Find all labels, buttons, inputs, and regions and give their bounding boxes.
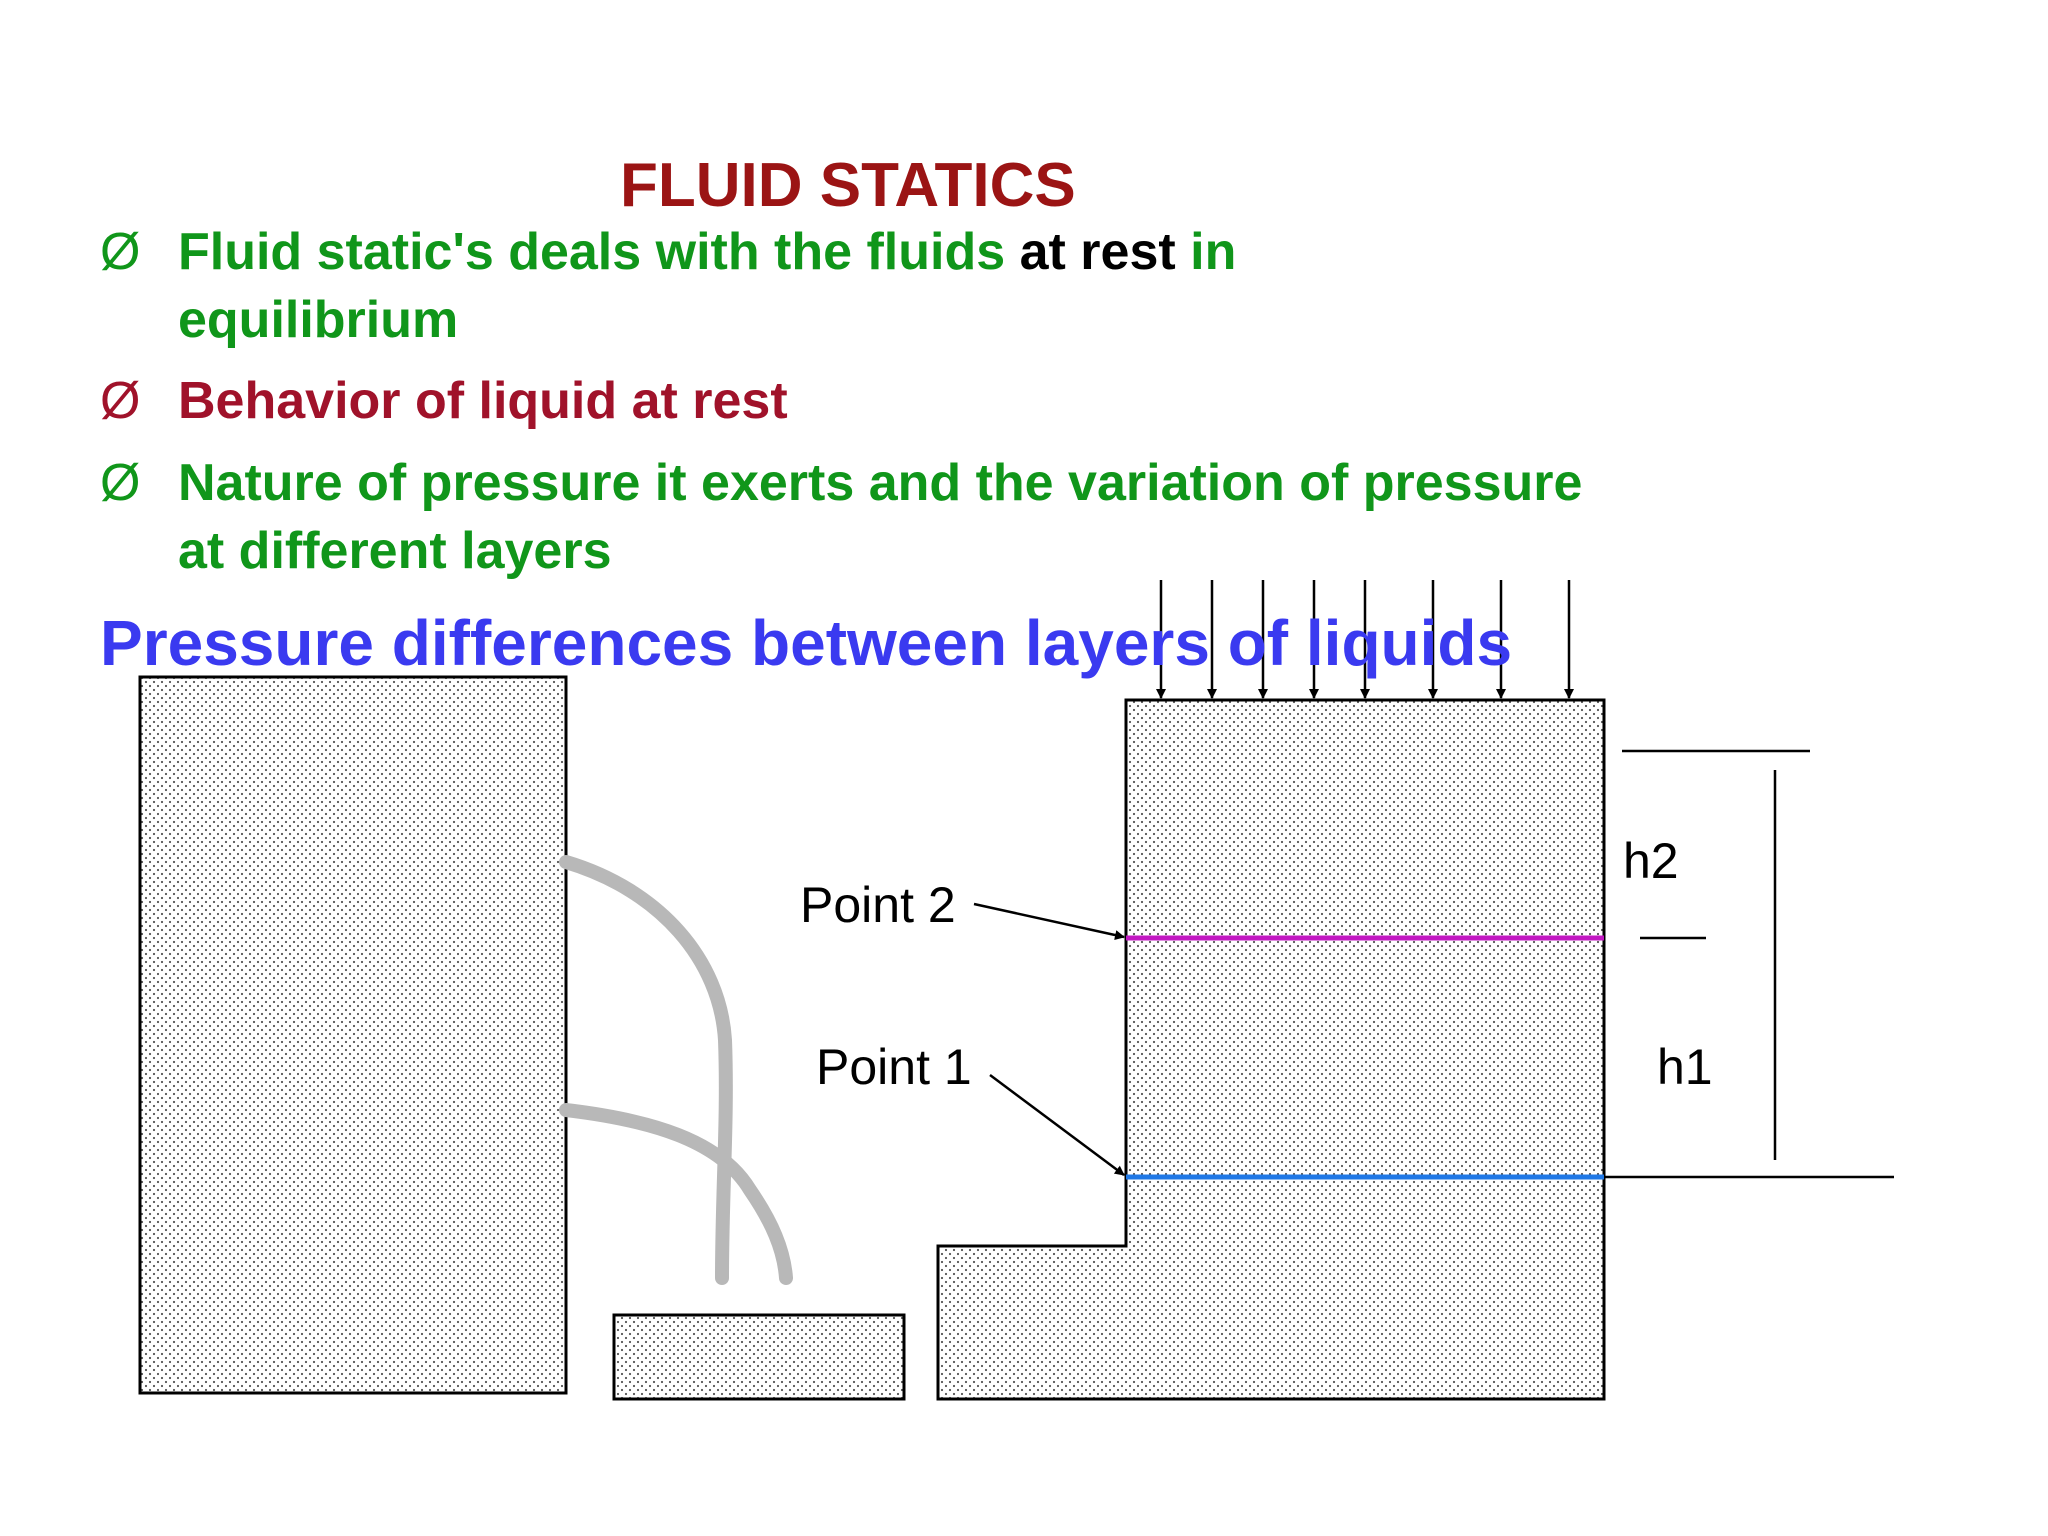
slide-title: FLUID STATICS	[620, 151, 1076, 220]
section-subtitle: Pressure differences between layers of l…	[100, 607, 1513, 679]
bullet-1-text-a: Fluid static's deals with the fluids	[178, 223, 1020, 281]
point-1-pointer	[989, 1073, 1125, 1177]
point-2-label: Point 2	[800, 877, 956, 933]
collecting-basin	[612, 1313, 906, 1401]
point-1-label: Point 1	[816, 1039, 972, 1095]
bullet-1-emphasis: at rest	[1019, 223, 1176, 281]
bullet-3-line-2: at different layers	[178, 522, 612, 580]
h1-label: h1	[1657, 1039, 1713, 1095]
left-tank	[138, 675, 568, 1395]
bullet-2: Ø Behavior of liquid at rest	[100, 367, 1400, 435]
bullet-3-line-1: Nature of pressure it exerts and the var…	[178, 454, 1583, 512]
bullet-mark: Ø	[100, 454, 141, 512]
bullet-mark: Ø	[100, 223, 141, 281]
upper-jet	[559, 855, 733, 1285]
bullet-1-text-b: in	[1175, 223, 1237, 281]
lower-jet	[559, 1103, 793, 1285]
bullet-mark: Ø	[100, 372, 141, 430]
bullet-1-line-2: equilibrium	[178, 291, 459, 349]
bullet-1: Ø Fluid static's deals with the fluids a…	[100, 218, 1400, 354]
right-tank	[936, 698, 1606, 1401]
point-2-pointer	[973, 902, 1125, 940]
bullet-2-text: Behavior of liquid at rest	[178, 372, 788, 430]
pressure-arrows	[1156, 580, 1574, 699]
bullet-3: Ø Nature of pressure it exerts and the v…	[100, 449, 1820, 585]
h2-label: h2	[1623, 833, 1679, 889]
